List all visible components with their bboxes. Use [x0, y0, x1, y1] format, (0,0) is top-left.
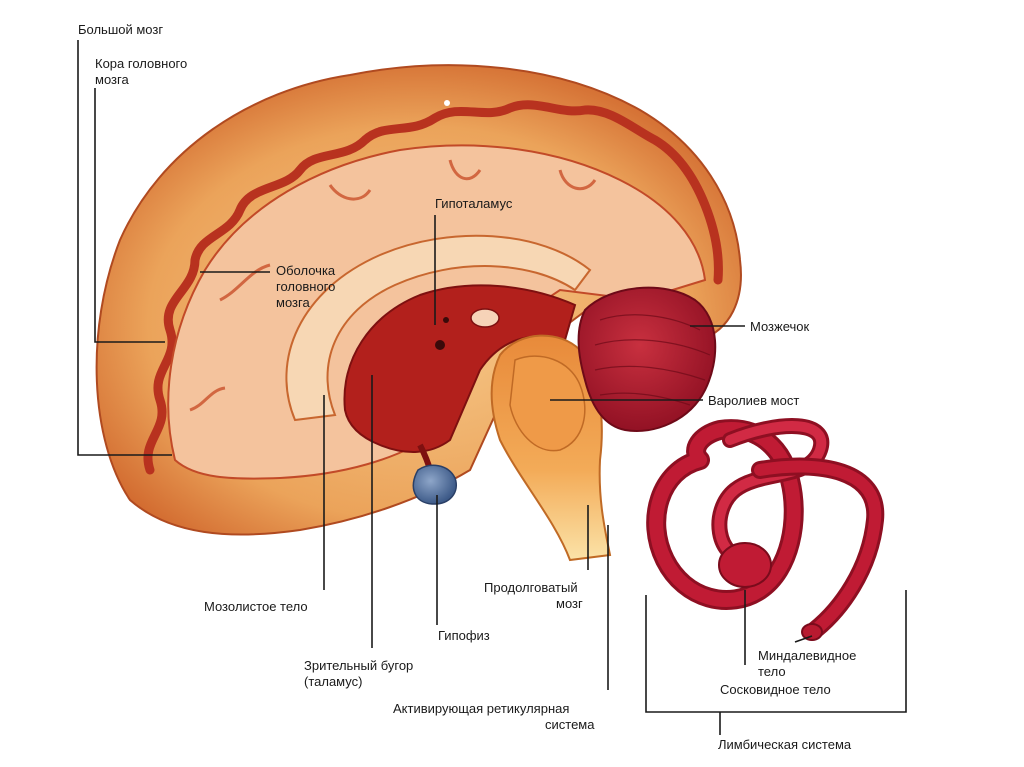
- label-cerebellum: Мозжечок: [750, 319, 810, 334]
- labels: Большой мозг Кора головного мозга Оболоч…: [78, 22, 856, 752]
- cerebellum: [577, 286, 717, 432]
- label-membrane-line1: Оболочка: [276, 263, 336, 278]
- label-amygdala-line1: Миндалевидное: [758, 648, 856, 663]
- label-medulla-line2: мозг: [556, 596, 583, 611]
- brain-illustration: [95, 64, 742, 562]
- pituitary-gland: [412, 464, 457, 505]
- label-reticular-line1: Активирующая ретикулярная: [393, 701, 569, 716]
- leader-lines: [77, 40, 907, 735]
- label-hypothalamus: Гипоталамус: [435, 196, 513, 211]
- label-reticular-line2: система: [545, 717, 595, 732]
- label-pituitary: Гипофиз: [438, 628, 490, 643]
- label-cortex-line2: мозга: [95, 72, 129, 87]
- label-corpus-callosum: Мозолистое тело: [204, 599, 308, 614]
- label-thalamus-line1: Зрительный бугор: [304, 658, 413, 673]
- label-limbic: Лимбическая система: [718, 737, 852, 752]
- cortex-gyri: [143, 100, 723, 475]
- label-amygdala-line2: тело: [758, 664, 786, 679]
- corpus-callosum: [285, 234, 592, 422]
- label-mammillary: Сосковидное тело: [720, 682, 831, 697]
- label-medulla-line1: Продолговатый: [484, 580, 578, 595]
- label-membrane-line2: головного: [276, 279, 335, 294]
- label-pons: Варолиев мост: [708, 393, 799, 408]
- label-membrane-line3: мозга: [276, 295, 310, 310]
- limbic-system: [646, 418, 885, 641]
- label-cerebrum: Большой мозг: [78, 22, 163, 37]
- label-cortex-line1: Кора головного: [95, 56, 187, 71]
- label-thalamus-line2: (таламус): [304, 674, 362, 689]
